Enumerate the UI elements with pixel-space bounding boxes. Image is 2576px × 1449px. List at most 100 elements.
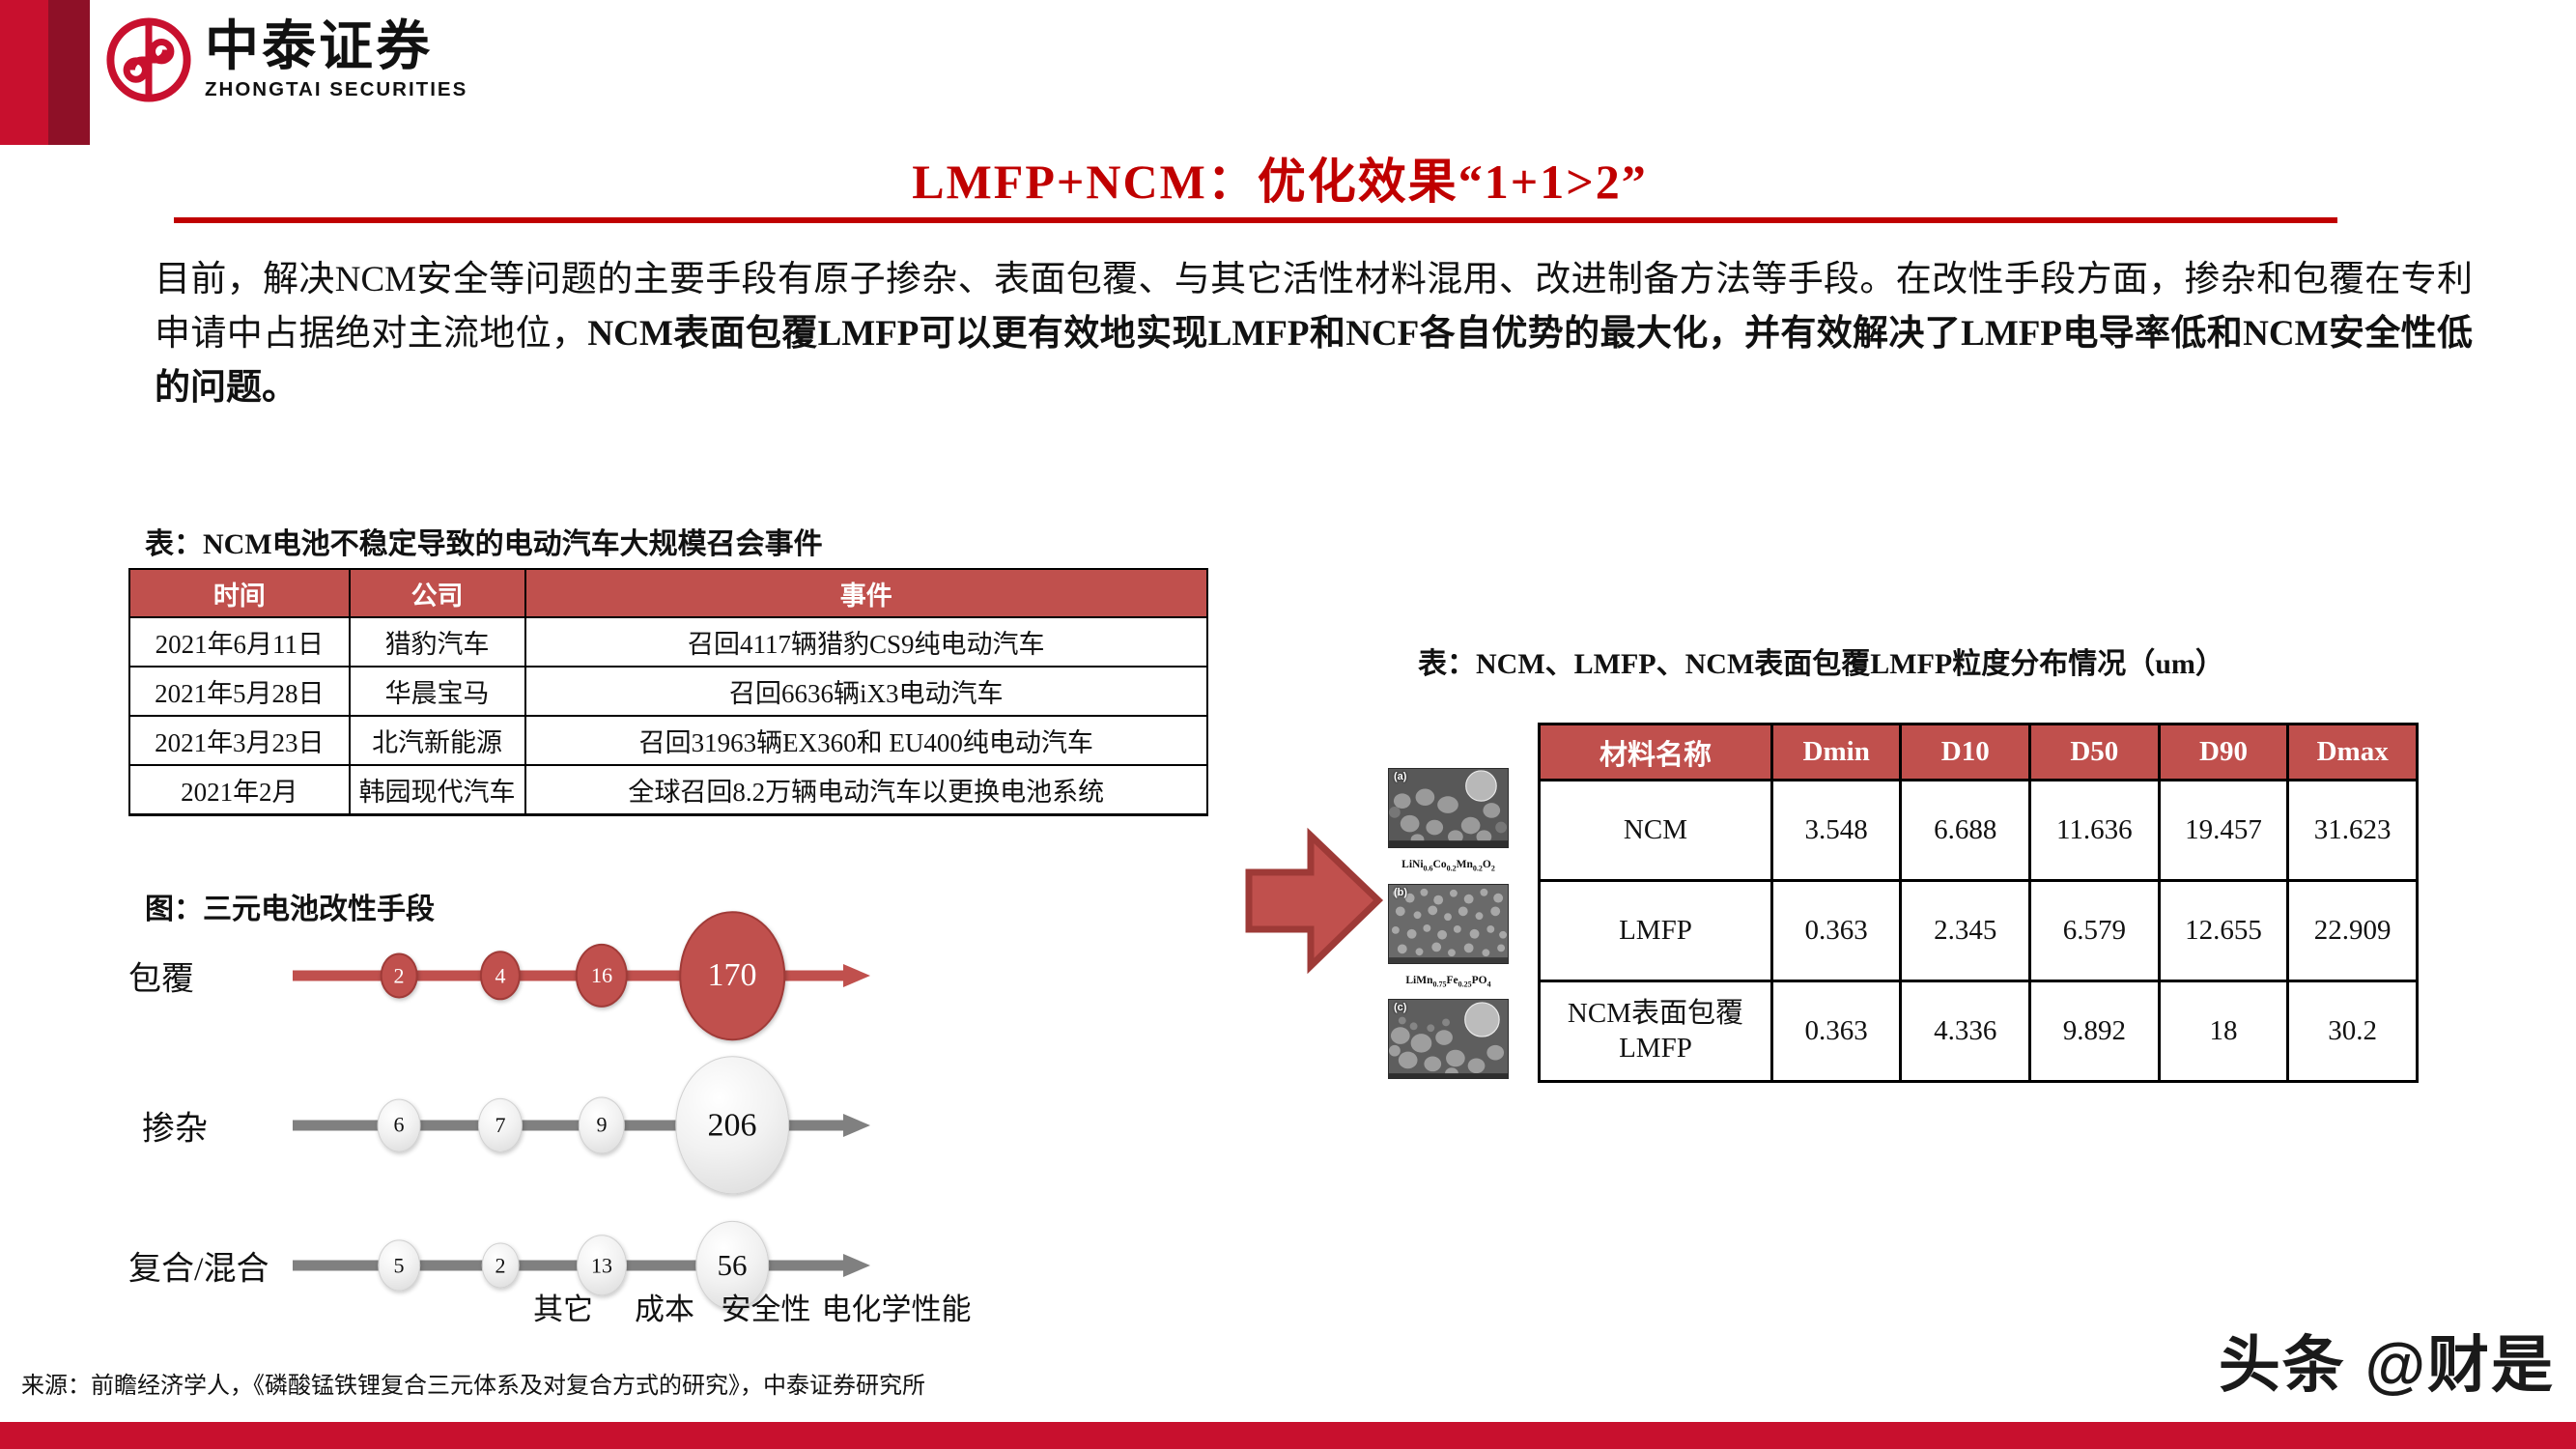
- table-row: 2021年2月韩园现代汽车全球召回8.2万辆电动汽车以更换电池系统: [128, 764, 1208, 816]
- sem-formula-a: LiNi0.6Co0.2Mn0.2O2: [1401, 859, 1495, 873]
- chart-bubble: 16: [575, 943, 629, 1009]
- column-header-dmax: Dmax: [2286, 723, 2419, 781]
- sem-image-b: (b): [1388, 883, 1531, 964]
- cell-material: LMFP: [1538, 879, 1773, 982]
- cell-company: 猎豹汽车: [348, 616, 526, 668]
- chart-bubble: 6: [377, 1098, 421, 1152]
- column-header-time: 时间: [128, 568, 351, 618]
- chart-x-tick: 安全性: [721, 1293, 811, 1326]
- chart-bubble: 2: [380, 952, 418, 999]
- chart-bubble: 7: [477, 1097, 524, 1153]
- cell-dmin: 0.363: [1769, 879, 1903, 982]
- left-table-caption: 表：NCM电池不稳定导致的电动汽车大规模召会事件: [145, 528, 823, 560]
- brand-name-en: ZHONGTAI SECURITIES: [205, 78, 468, 101]
- column-header-d50: D50: [2028, 723, 2161, 781]
- column-header-dmin: Dmin: [1769, 723, 1903, 781]
- chart-bubble: 170: [679, 911, 785, 1040]
- cell-event: 全球召回8.2万辆电动汽车以更换电池系统: [524, 764, 1208, 816]
- sem-tag-c: (c): [1394, 1002, 1407, 1013]
- sem-micrograph-icon-a: [1388, 768, 1509, 848]
- cell-dmax: 30.2: [2286, 980, 2419, 1083]
- cell-d50: 11.636: [2028, 779, 2161, 882]
- right-arrow-icon: [1245, 827, 1384, 975]
- cell-company: 韩园现代汽车: [348, 764, 526, 816]
- body-paragraph: 目前，解决NCM安全等问题的主要手段有原子掺杂、表面包覆、与其它活性材料混用、改…: [155, 253, 2473, 416]
- chart-caption: 图：三元电池改性手段: [145, 894, 435, 925]
- cell-time: 2021年6月11日: [128, 616, 351, 668]
- source-note: 来源：前瞻经济学人，《磷酸锰铁锂复合三元体系及对复合方式的研究》，中泰证券研究所: [21, 1374, 925, 1399]
- column-header-company: 公司: [348, 568, 526, 618]
- cell-event: 召回6636辆iX3电动汽车: [524, 666, 1208, 717]
- footer-accent-bar: [0, 1422, 2576, 1449]
- chart-x-tick: 其它: [533, 1293, 593, 1326]
- brand-logo: 中泰证券 ZHONGTAI SECURITIES: [106, 17, 467, 102]
- chart-x-axis-labels: 其它 成本安全性电化学性能: [128, 1285, 1210, 1333]
- column-header-d90: D90: [2157, 723, 2290, 781]
- paragraph-segment-bold: NCM表面包覆LMFP可以更有效地实现LMFP和NCF各自优势的最大化，并有效解…: [155, 314, 2473, 409]
- sem-micrograph-icon-c: [1388, 999, 1509, 1079]
- cell-material: NCM: [1538, 779, 1773, 882]
- chart-series-row: 复合/混合 5 2 13 56: [128, 1217, 1210, 1314]
- cell-d90: 18: [2157, 980, 2290, 1083]
- table-row: 2021年6月11日猎豹汽车召回4117辆猎豹CS9纯电动汽车: [128, 616, 1208, 668]
- cell-d10: 2.345: [1899, 879, 2032, 982]
- sem-formula-b: LiMn0.75Fe0.25PO4: [1405, 974, 1491, 988]
- chart-series-row: 包覆 2 4 16 170: [128, 911, 1210, 1040]
- sem-image-c: (c): [1388, 999, 1531, 1079]
- watermark: 头条 @财是: [2218, 1330, 2555, 1400]
- cell-dmax: 31.623: [2286, 779, 2419, 882]
- cell-d10: 4.336: [1899, 980, 2032, 1083]
- chart-bubble: 9: [578, 1096, 626, 1154]
- cell-d10: 6.688: [1899, 779, 2032, 882]
- chart-bubble: 5: [378, 1239, 420, 1292]
- right-table-caption: 表：NCM、LMFP、NCM表面包覆LMFP粒度分布情况（um）: [1418, 648, 2224, 680]
- cell-dmin: 0.363: [1769, 980, 1903, 1083]
- cell-event: 召回31963辆EX360和 EU400纯电动汽车: [524, 715, 1208, 766]
- column-header-d10: D10: [1899, 723, 2032, 781]
- table-row: 2021年3月23日北汽新能源召回31963辆EX360和 EU400纯电动汽车: [128, 715, 1208, 766]
- cell-d50: 6.579: [2028, 879, 2161, 982]
- cell-d90: 19.457: [2157, 779, 2290, 882]
- column-header-event: 事件: [524, 568, 1208, 618]
- cell-company: 华晨宝马: [348, 666, 526, 717]
- column-header-material: 材料名称: [1538, 723, 1773, 781]
- chart-bubble: 13: [577, 1235, 627, 1296]
- paragraph-segment-normal: 目前，解决NCM安全等问题的主要手段有原子掺杂、表面包覆、与其它活性材料混用、改…: [155, 260, 2473, 355]
- table-row: 2021年5月28日华晨宝马召回6636辆iX3电动汽车: [128, 666, 1208, 717]
- chart-x-tick: 电化学性能: [821, 1293, 972, 1326]
- cell-company: 北汽新能源: [348, 715, 526, 766]
- cell-event: 召回4117辆猎豹CS9纯电动汽车: [524, 616, 1208, 668]
- cell-time: 2021年3月23日: [128, 715, 351, 766]
- cell-d90: 12.655: [2157, 879, 2290, 982]
- cell-time: 2021年5月28日: [128, 666, 351, 717]
- chart-series-label: 掺杂: [142, 1111, 208, 1148]
- table-header-row: 时间 公司 事件: [128, 568, 1208, 618]
- chart-bubble: 56: [695, 1220, 769, 1311]
- brand-name-cn: 中泰证券: [205, 14, 433, 76]
- chart-x-tick: 成本: [635, 1293, 694, 1326]
- cell-time: 2021年2月: [128, 764, 351, 816]
- sem-micrograph-icon-b: [1388, 883, 1509, 964]
- chart-series-label: 复合/混合: [128, 1251, 269, 1288]
- sem-tag-b: (b): [1394, 886, 1408, 898]
- title-divider: [174, 217, 2337, 223]
- chart-bubble: 4: [479, 951, 522, 1001]
- sem-micrograph-panel: (a) LiNi0.6Co0.2Mn0.2O2 (b) LiMn0.75: [1388, 768, 1531, 1079]
- cell-dmax: 22.909: [2286, 879, 2419, 982]
- sem-tag-a: (a): [1394, 771, 1407, 782]
- table-header-row: 材料名称 Dmin D10 D50 D90 Dmax: [1538, 723, 2419, 781]
- cell-dmin: 3.548: [1769, 779, 1903, 882]
- chart-bubble: 2: [481, 1242, 520, 1289]
- header-accent-bar-outer: [0, 0, 48, 145]
- chart-bubble: 206: [675, 1056, 789, 1195]
- header-accent-bar-inner: [48, 0, 90, 145]
- cell-d50: 9.892: [2028, 980, 2161, 1083]
- chart-series-label: 包覆: [128, 961, 194, 998]
